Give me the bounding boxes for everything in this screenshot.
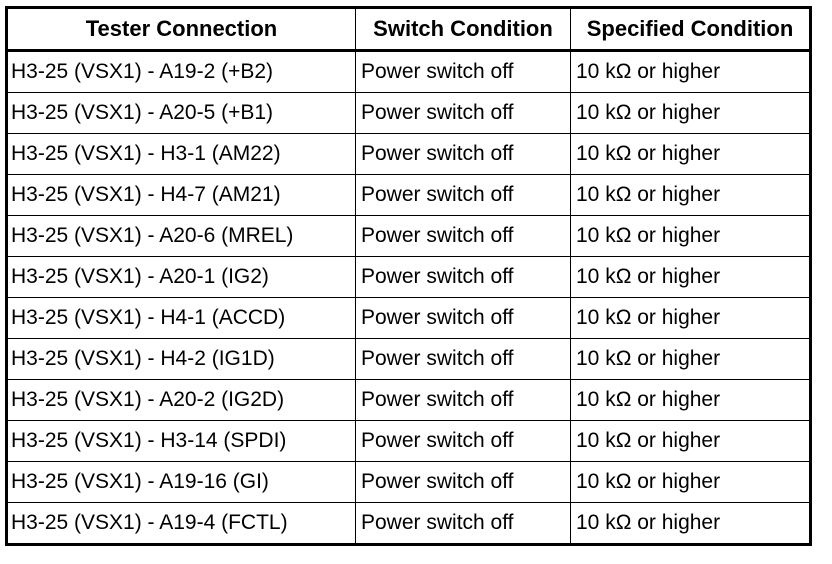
cell-tester-connection: H3-25 (VSX1) - A20-1 (IG2)	[6, 256, 356, 298]
table-row: H3-25 (VSX1) - A20-1 (IG2)Power switch o…	[6, 256, 811, 298]
table-row: H3-25 (VSX1) - H4-1 (ACCD)Power switch o…	[6, 297, 811, 339]
cell-switch-condition: Power switch off	[355, 256, 571, 298]
cell-tester-connection: H3-25 (VSX1) - A19-4 (FCTL)	[6, 502, 356, 545]
cell-switch-condition: Power switch off	[355, 338, 571, 380]
cell-tester-connection: H3-25 (VSX1) - H4-1 (ACCD)	[6, 297, 356, 339]
cell-specified-condition: 10 kΩ or higher	[570, 379, 811, 421]
cell-switch-condition: Power switch off	[355, 420, 571, 462]
cell-specified-condition: 10 kΩ or higher	[570, 420, 811, 462]
cell-tester-connection: H3-25 (VSX1) - H3-14 (SPDI)	[6, 420, 356, 462]
cell-tester-connection: H3-25 (VSX1) - H3-1 (AM22)	[6, 133, 356, 175]
table-row: H3-25 (VSX1) - A20-6 (MREL)Power switch …	[6, 215, 811, 257]
cell-specified-condition: 10 kΩ or higher	[570, 174, 811, 216]
table-row: H3-25 (VSX1) - H3-14 (SPDI)Power switch …	[6, 420, 811, 462]
cell-specified-condition: 10 kΩ or higher	[570, 50, 811, 93]
header-switch-condition: Switch Condition	[355, 7, 571, 52]
table-row: H3-25 (VSX1) - A20-5 (+B1)Power switch o…	[6, 92, 811, 134]
cell-switch-condition: Power switch off	[355, 379, 571, 421]
cell-switch-condition: Power switch off	[355, 215, 571, 257]
table-row: H3-25 (VSX1) - A19-16 (GI)Power switch o…	[6, 461, 811, 503]
cell-switch-condition: Power switch off	[355, 297, 571, 339]
cell-specified-condition: 10 kΩ or higher	[570, 133, 811, 175]
cell-tester-connection: H3-25 (VSX1) - H4-7 (AM21)	[6, 174, 356, 216]
cell-specified-condition: 10 kΩ or higher	[570, 256, 811, 298]
table-row: H3-25 (VSX1) - A19-2 (+B2)Power switch o…	[6, 50, 811, 93]
header-specified-condition: Specified Condition	[570, 7, 811, 52]
cell-tester-connection: H3-25 (VSX1) - A19-2 (+B2)	[6, 50, 356, 93]
cell-tester-connection: H3-25 (VSX1) - H4-2 (IG1D)	[6, 338, 356, 380]
cell-specified-condition: 10 kΩ or higher	[570, 461, 811, 503]
cell-switch-condition: Power switch off	[355, 461, 571, 503]
header-tester-connection: Tester Connection	[6, 7, 356, 52]
header-row: Tester Connection Switch Condition Speci…	[6, 7, 811, 52]
cell-switch-condition: Power switch off	[355, 92, 571, 134]
cell-specified-condition: 10 kΩ or higher	[570, 502, 811, 545]
cell-switch-condition: Power switch off	[355, 502, 571, 545]
cell-tester-connection: H3-25 (VSX1) - A20-5 (+B1)	[6, 92, 356, 134]
table-row: H3-25 (VSX1) - H3-1 (AM22)Power switch o…	[6, 133, 811, 175]
table-row: H3-25 (VSX1) - H4-2 (IG1D)Power switch o…	[6, 338, 811, 380]
cell-specified-condition: 10 kΩ or higher	[570, 297, 811, 339]
cell-specified-condition: 10 kΩ or higher	[570, 338, 811, 380]
tester-connection-table: Tester Connection Switch Condition Speci…	[5, 6, 812, 546]
table-body: H3-25 (VSX1) - A19-2 (+B2)Power switch o…	[6, 50, 811, 545]
cell-specified-condition: 10 kΩ or higher	[570, 215, 811, 257]
cell-tester-connection: H3-25 (VSX1) - A20-6 (MREL)	[6, 215, 356, 257]
cell-switch-condition: Power switch off	[355, 50, 571, 93]
table-row: H3-25 (VSX1) - A20-2 (IG2D)Power switch …	[6, 379, 811, 421]
cell-switch-condition: Power switch off	[355, 174, 571, 216]
cell-tester-connection: H3-25 (VSX1) - A20-2 (IG2D)	[6, 379, 356, 421]
cell-specified-condition: 10 kΩ or higher	[570, 92, 811, 134]
cell-tester-connection: H3-25 (VSX1) - A19-16 (GI)	[6, 461, 356, 503]
cell-switch-condition: Power switch off	[355, 133, 571, 175]
table-row: H3-25 (VSX1) - H4-7 (AM21)Power switch o…	[6, 174, 811, 216]
table-row: H3-25 (VSX1) - A19-4 (FCTL)Power switch …	[6, 502, 811, 545]
